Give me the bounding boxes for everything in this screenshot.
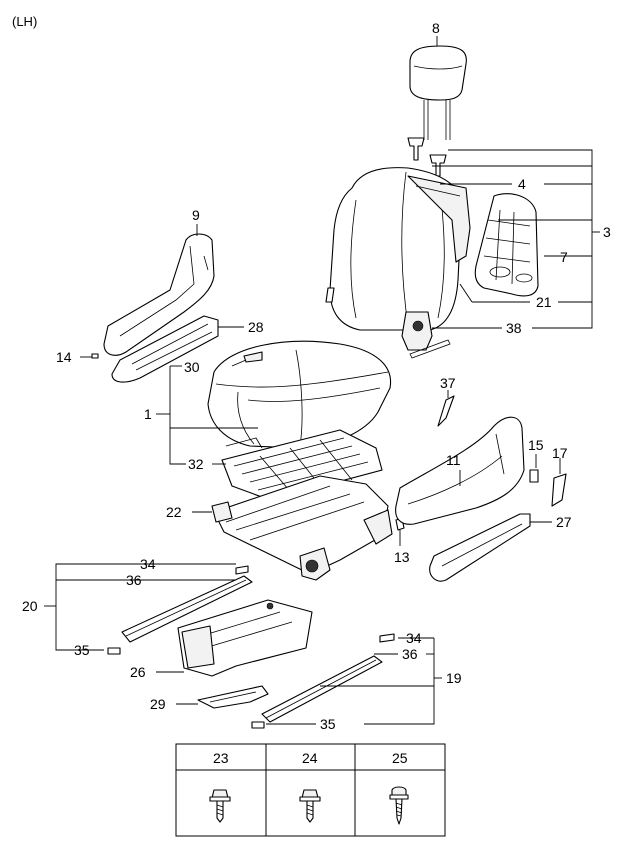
- callout-34a: 34: [140, 556, 156, 572]
- inner-shield: [111, 315, 219, 383]
- callout-13: 13: [394, 549, 410, 565]
- callout-28: 28: [248, 319, 264, 335]
- callout-9: 9: [192, 207, 200, 223]
- callout-3: 3: [603, 224, 611, 240]
- callout-34b: 34: [406, 630, 422, 646]
- seat-cushion: [207, 340, 392, 449]
- callout-4: 4: [518, 176, 526, 192]
- callout-11: 11: [446, 452, 461, 468]
- small-bracket: [197, 685, 269, 709]
- fastener-header-24: 24: [302, 750, 318, 766]
- callout-8: 8: [432, 20, 440, 36]
- recliner-mechanism: [325, 287, 451, 359]
- lower-outer-cover: [429, 513, 531, 582]
- callout-36a: 36: [126, 572, 142, 588]
- seat-back: [329, 167, 471, 331]
- fastener-table: 23 24 25: [175, 743, 446, 837]
- back-panel: [474, 193, 539, 297]
- callout-15: 15: [528, 437, 544, 453]
- callout-22: 22: [166, 504, 182, 520]
- callout-35b: 35: [320, 716, 336, 732]
- callout-38: 38: [506, 320, 522, 336]
- handle-17: [551, 473, 567, 507]
- knob-15: [529, 469, 539, 483]
- tapping-screw-icon: [389, 786, 409, 825]
- seat-frame-assembly: [211, 475, 393, 581]
- headrest-guide: [407, 137, 447, 177]
- lever-37: [437, 395, 455, 427]
- callout-26: 26: [130, 664, 146, 680]
- side-label: (LH): [12, 14, 37, 29]
- callout-20: 20: [22, 598, 38, 614]
- callout-1: 1: [144, 406, 152, 422]
- side-shield-cover: [103, 233, 215, 356]
- callout-17: 17: [552, 445, 568, 461]
- left-rail: [107, 565, 253, 655]
- callout-27: 27: [556, 514, 572, 530]
- callout-30: 30: [184, 359, 200, 375]
- callout-21: 21: [536, 294, 552, 310]
- fastener-header-25: 25: [392, 750, 408, 766]
- right-rail: [251, 633, 395, 729]
- callout-37: 37: [440, 375, 456, 391]
- callout-35a: 35: [74, 642, 90, 658]
- callout-29: 29: [150, 696, 166, 712]
- callout-19: 19: [446, 670, 462, 686]
- callout-32: 32: [188, 456, 204, 472]
- hex-flange-bolt-icon: [209, 789, 231, 823]
- base-bracket: [177, 599, 313, 677]
- callout-36b: 36: [402, 646, 418, 662]
- hex-flange-bolt-icon: [299, 789, 321, 823]
- callout-7: 7: [560, 249, 568, 265]
- headrest: [409, 45, 467, 140]
- callout-14: 14: [56, 349, 72, 365]
- fastener-header-23: 23: [213, 750, 229, 766]
- bolt-14: [91, 353, 99, 359]
